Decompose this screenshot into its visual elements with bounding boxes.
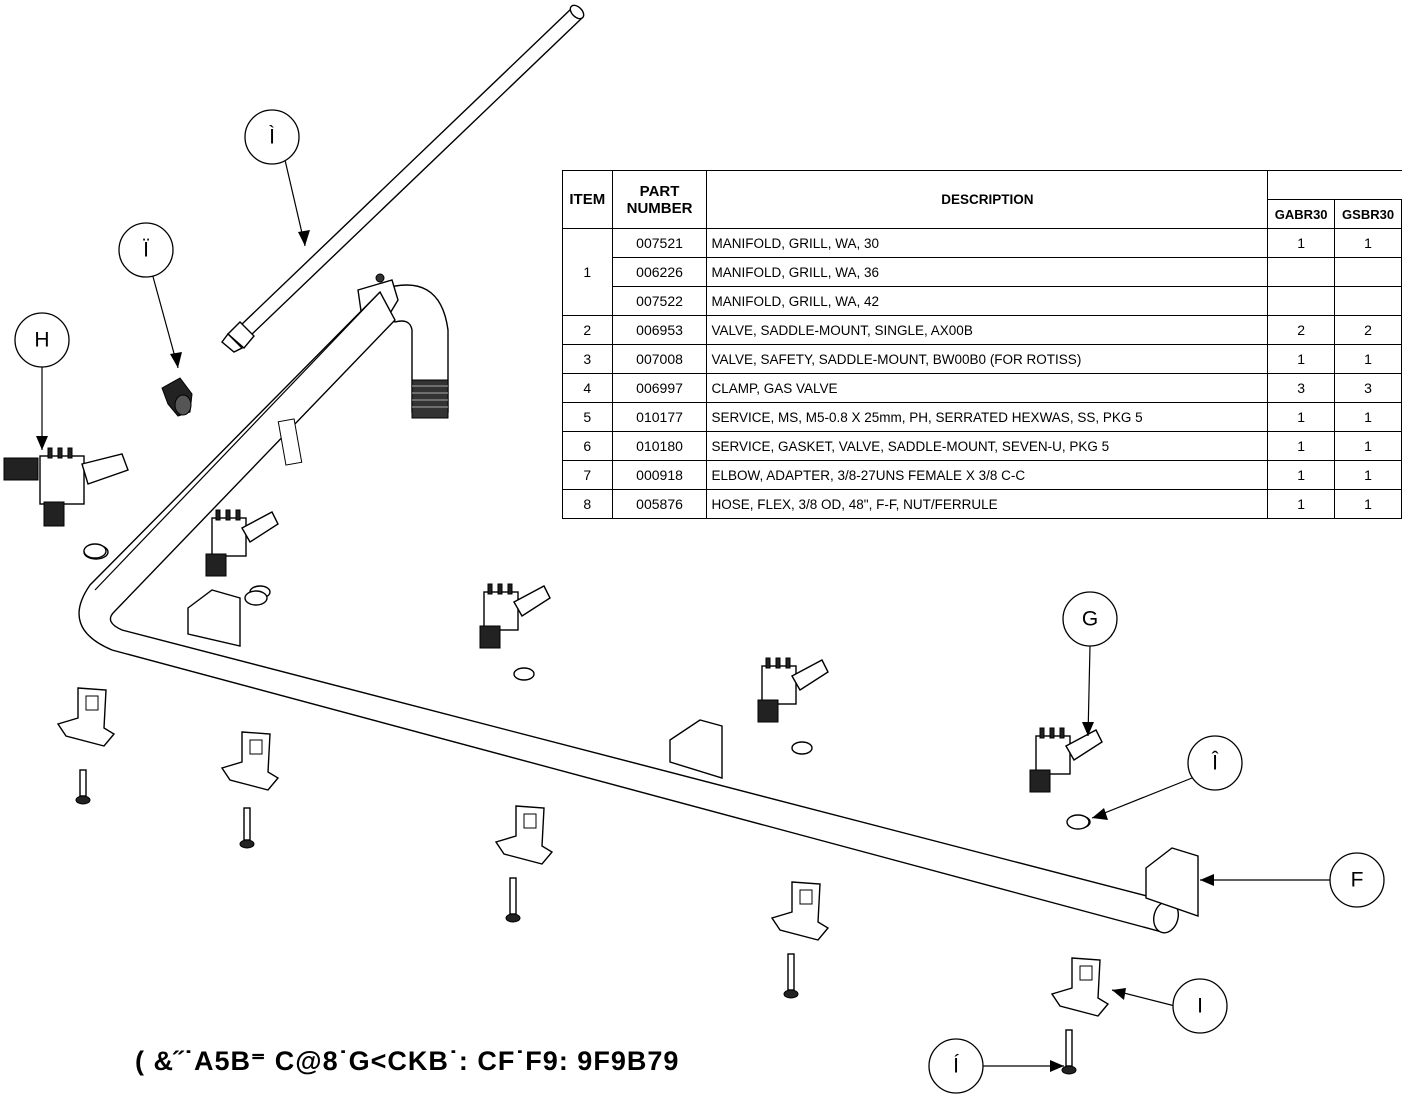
valve-group bbox=[3, 447, 1103, 829]
cell-qty-model-2 bbox=[1334, 257, 1402, 287]
header-part-line2: NUMBER bbox=[626, 199, 693, 217]
cell-qty-model-1: 3 bbox=[1267, 373, 1336, 403]
cell-part-number: 010177 bbox=[611, 402, 708, 432]
cell-part-number: 000918 bbox=[611, 460, 708, 490]
cell-qty-model-1: 2 bbox=[1267, 315, 1336, 345]
callout-valve-label: G bbox=[1082, 608, 1098, 631]
manifold-riser bbox=[357, 273, 449, 419]
header-item: ITEM bbox=[562, 170, 613, 229]
cell-part-number: 007521 bbox=[611, 228, 708, 258]
callout-elbow-label: Ï bbox=[143, 239, 149, 262]
mounting-plates bbox=[187, 589, 1199, 917]
callout-gasket: Î bbox=[1187, 735, 1243, 791]
cell-item: 7 bbox=[562, 460, 613, 490]
cell-description: SERVICE, GASKET, VALVE, SADDLE-MOUNT, SE… bbox=[706, 431, 1269, 461]
cell-qty-model-1 bbox=[1267, 257, 1336, 287]
cell-part-number: 007522 bbox=[611, 286, 708, 316]
callout-gasket-label: Î bbox=[1211, 752, 1219, 775]
cell-description: MANIFOLD, GRILL, WA, 36 bbox=[706, 257, 1269, 287]
parts-table: ITEM PART NUMBER DESCRIPTION GABR30 GSBR… bbox=[562, 170, 1402, 526]
callout-hose: Ì bbox=[244, 109, 300, 165]
gasket-group bbox=[83, 543, 1090, 830]
cell-item: 1 bbox=[562, 228, 613, 316]
cell-qty-model-1: 1 bbox=[1267, 402, 1336, 432]
cell-item: 8 bbox=[562, 489, 613, 519]
cell-description: VALVE, SAFETY, SADDLE-MOUNT, BW00B0 (FOR… bbox=[706, 344, 1269, 374]
cell-qty-model-1: 1 bbox=[1267, 431, 1336, 461]
leader-lines bbox=[36, 159, 1334, 1072]
callout-clamp-plate: F bbox=[1329, 852, 1385, 908]
callout-hose-label: Ì bbox=[269, 126, 275, 149]
header-part-line1: PART bbox=[639, 182, 680, 200]
cell-item: 4 bbox=[562, 373, 613, 403]
cell-qty-model-2 bbox=[1334, 286, 1402, 316]
callout-screw: Í bbox=[928, 1038, 984, 1094]
cell-item: 3 bbox=[562, 344, 613, 374]
cell-qty-model-2: 1 bbox=[1334, 460, 1402, 490]
cell-description: ELBOW, ADAPTER, 3/8-27UNS FEMALE X 3/8 C… bbox=[706, 460, 1269, 490]
callout-elbow: Ï bbox=[118, 222, 174, 278]
cell-qty-model-1: 1 bbox=[1267, 489, 1336, 519]
callout-clamp: I bbox=[1172, 978, 1228, 1034]
cell-description: MANIFOLD, GRILL, WA, 42 bbox=[706, 286, 1269, 316]
cell-description: HOSE, FLEX, 3/8 OD, 48", F-F, NUT/FERRUL… bbox=[706, 489, 1269, 519]
valve-2 bbox=[479, 583, 551, 681]
header-description: DESCRIPTION bbox=[706, 170, 1269, 229]
cell-qty-model-2: 1 bbox=[1334, 344, 1402, 374]
header-model-1: GABR30 bbox=[1267, 199, 1336, 229]
callout-safety-valve-label: H bbox=[34, 329, 49, 352]
cell-qty-model-2: 1 bbox=[1334, 489, 1402, 519]
callout-clamp-label: I bbox=[1197, 995, 1203, 1018]
cell-description: VALVE, SADDLE-MOUNT, SINGLE, AX00B bbox=[706, 315, 1269, 345]
cell-part-number: 006997 bbox=[611, 373, 708, 403]
clamp-group bbox=[56, 687, 1110, 1075]
cell-qty-model-1: 1 bbox=[1267, 228, 1336, 258]
cell-description: MANIFOLD, GRILL, WA, 30 bbox=[706, 228, 1269, 258]
header-models-group bbox=[1267, 170, 1402, 200]
callout-clamp-plate-label: F bbox=[1351, 869, 1364, 892]
cell-qty-model-1: 1 bbox=[1267, 460, 1336, 490]
cell-description: SERVICE, MS, M5-0.8 X 25mm, PH, SERRATED… bbox=[706, 402, 1269, 432]
valve-3 bbox=[757, 657, 829, 755]
elbow-adapter bbox=[161, 377, 193, 417]
cell-item: 6 bbox=[562, 431, 613, 461]
cell-item: 2 bbox=[562, 315, 613, 345]
cell-qty-model-2: 3 bbox=[1334, 373, 1402, 403]
header-model-2: GSBR30 bbox=[1334, 199, 1402, 229]
cell-qty-model-2: 1 bbox=[1334, 228, 1402, 258]
cell-part-number: 007008 bbox=[611, 344, 708, 374]
callout-valve: G bbox=[1062, 591, 1118, 647]
flex-hose bbox=[221, 4, 585, 353]
cell-part-number: 005876 bbox=[611, 489, 708, 519]
cell-qty-model-2: 1 bbox=[1334, 431, 1402, 461]
valve-4 bbox=[1029, 727, 1103, 829]
footer-caption: ( &˝˙A5B⁼ C@8˙G<CKB˙: CF˙F9: 9F9B79 bbox=[135, 1046, 680, 1076]
cell-item: 5 bbox=[562, 402, 613, 432]
callout-safety-valve: H bbox=[14, 312, 70, 368]
cell-description: CLAMP, GAS VALVE bbox=[706, 373, 1269, 403]
cell-part-number: 010180 bbox=[611, 431, 708, 461]
cell-qty-model-1 bbox=[1267, 286, 1336, 316]
valve-1 bbox=[205, 509, 279, 599]
cell-qty-model-2: 2 bbox=[1334, 315, 1402, 345]
cell-qty-model-2: 1 bbox=[1334, 402, 1402, 432]
callout-screw-label: Í bbox=[953, 1055, 959, 1078]
cell-part-number: 006953 bbox=[611, 315, 708, 345]
cell-qty-model-1: 1 bbox=[1267, 344, 1336, 374]
header-part-number: PART NUMBER bbox=[611, 170, 708, 229]
safety-valve bbox=[3, 447, 129, 560]
cell-part-number: 006226 bbox=[611, 257, 708, 287]
